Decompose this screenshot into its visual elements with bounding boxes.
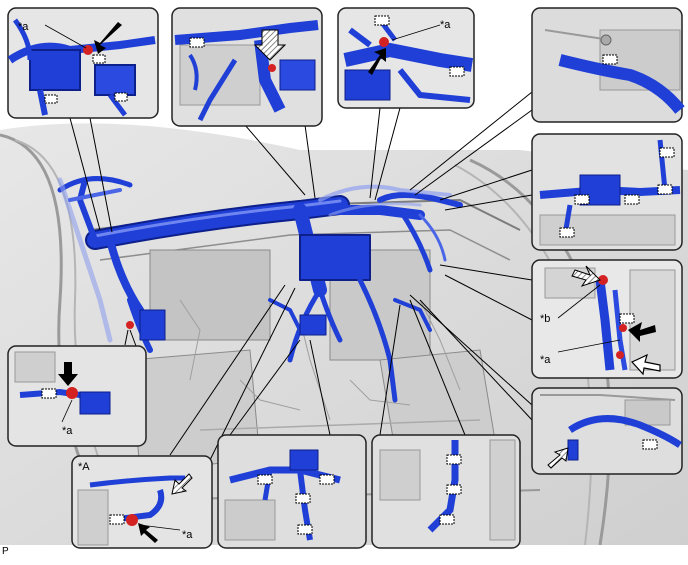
callout-label-a: *a <box>182 529 193 541</box>
dashed-clamp-box-icon <box>619 313 635 324</box>
red-bolt-icon <box>619 324 627 332</box>
callout-label-b: *b <box>540 313 550 325</box>
solid-black-arrow-icon <box>138 523 158 543</box>
hollow-hatched-arrow-icon <box>571 265 601 287</box>
dashed-clamp-box-icon <box>446 454 462 465</box>
solid-black-arrow-icon <box>58 362 78 386</box>
inset-right-upper-mid <box>531 133 683 251</box>
dashed-clamp-box-icon <box>602 54 618 65</box>
solid-black-arrow-icon <box>94 22 122 54</box>
dashed-clamp-box-icon <box>295 493 311 504</box>
dashed-clamp-box-icon <box>257 474 273 485</box>
inset-top-center-right: *a <box>337 7 475 109</box>
dashed-clamp-box-icon <box>657 184 673 195</box>
callout-label-A: *A <box>78 461 90 473</box>
dashed-clamp-box-icon <box>41 388 57 399</box>
dashed-clamp-box-icon <box>109 514 125 525</box>
inset-bottom-left: *A *a <box>71 455 213 549</box>
red-bolt-icon <box>66 387 78 399</box>
dashed-clamp-box-icon <box>446 484 462 495</box>
inset-top-center <box>171 7 323 127</box>
dashed-clamp-box-icon <box>439 514 455 525</box>
inset-bottom-center <box>217 434 367 549</box>
solid-black-arrow-icon <box>628 322 656 342</box>
inset-right-lower <box>531 387 683 475</box>
red-bolt-icon <box>83 45 93 55</box>
red-bolt-icon <box>268 64 276 72</box>
callout-label-a: *a <box>62 425 73 437</box>
dashed-clamp-box-icon <box>374 15 390 26</box>
inset-right-mid: *b *a <box>531 259 683 379</box>
dashed-clamp-box-icon <box>624 194 640 205</box>
dashed-clamp-box-icon <box>319 474 335 485</box>
dashed-clamp-box-icon <box>189 37 205 48</box>
inset-top-right <box>531 7 685 123</box>
inset-top-left: *a <box>7 7 159 119</box>
red-bolt-icon <box>598 275 608 285</box>
dashed-clamp-box-icon <box>659 147 675 158</box>
dashed-clamp-box-icon <box>297 524 313 535</box>
dashed-clamp-box-icon <box>449 66 465 77</box>
callout-label-a: *a <box>440 19 451 31</box>
callout-label-a: *a <box>18 21 29 33</box>
solid-black-arrow-icon <box>368 48 386 75</box>
inset-left-mid: *a <box>7 345 147 447</box>
dashed-clamp-box-icon <box>114 92 128 102</box>
red-bolt-icon <box>126 514 138 526</box>
red-bolt-icon <box>616 351 624 359</box>
hollow-hatched-arrow-icon <box>253 29 287 61</box>
dashed-clamp-box-icon <box>574 194 590 205</box>
dashed-clamp-box-icon <box>559 227 575 238</box>
dashed-clamp-box-icon <box>44 94 58 104</box>
page-marker: P <box>2 546 9 557</box>
red-bolt-icon <box>126 321 134 329</box>
hollow-hatched-arrow-icon <box>171 473 193 495</box>
leader-lines <box>69 91 533 461</box>
main-wire-harness <box>57 176 463 403</box>
dashed-clamp-box-icon <box>642 439 658 450</box>
inset-bottom-right-center <box>371 434 521 549</box>
red-bolt-icon <box>379 37 389 47</box>
dashed-clamp-box-icon <box>92 54 106 64</box>
callout-label-a: *a <box>540 354 551 366</box>
hollow-hatched-arrow-icon <box>547 447 569 469</box>
hollow-arrow-icon <box>631 353 661 376</box>
